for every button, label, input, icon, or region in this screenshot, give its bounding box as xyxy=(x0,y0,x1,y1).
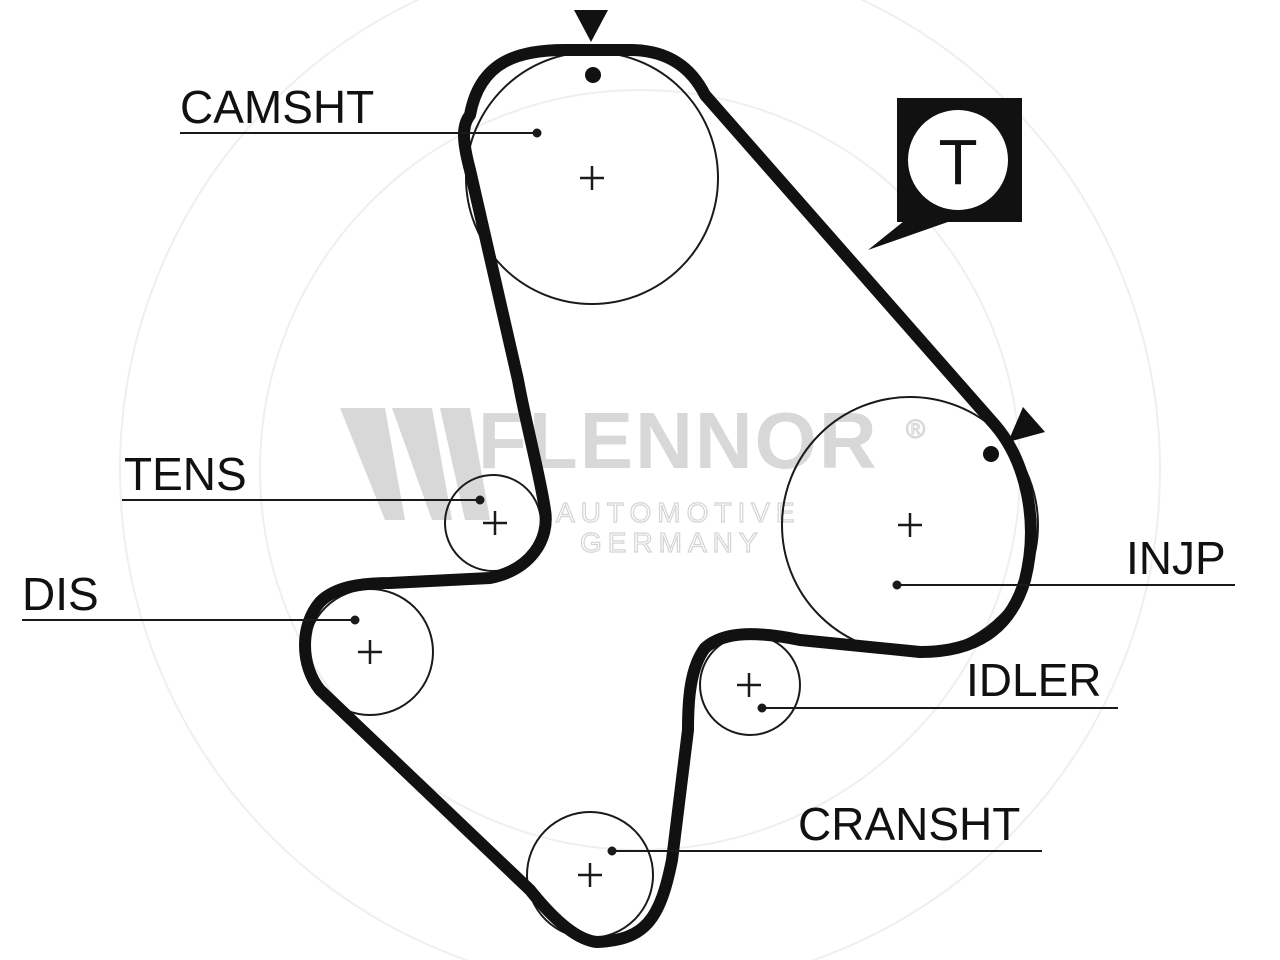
camshaft-timing-dot xyxy=(585,67,601,83)
timing-marks xyxy=(574,10,1045,462)
injection-pump-timing-dot xyxy=(983,446,999,462)
watermark: FLENNOR ® AUTOMOTIVE GERMANY xyxy=(340,396,926,559)
tension-badge-letter: T xyxy=(938,126,977,198)
watermark-registered-mark: ® xyxy=(906,414,925,444)
leader-lines xyxy=(22,128,1235,856)
label-idler: IDLER xyxy=(966,654,1101,706)
pulley-centers xyxy=(358,166,922,887)
label-crankshaft: CRANSHT xyxy=(798,798,1020,850)
injection-pump-timing-arrow-icon xyxy=(1008,407,1045,442)
label-camshaft: CAMSHT xyxy=(180,81,374,133)
timing-belt xyxy=(299,44,1037,948)
watermark-brand-name: FLENNOR xyxy=(478,396,879,485)
label-distributor: DIS xyxy=(22,568,99,620)
watermark-line-germany: GERMANY xyxy=(580,527,764,558)
label-injection-pump: INJP xyxy=(1126,532,1226,584)
label-tensioner: TENS xyxy=(124,448,247,500)
watermark-logo-icon xyxy=(340,408,490,520)
tension-badge: T xyxy=(868,98,1022,250)
watermark-line-automotive: AUTOMOTIVE xyxy=(556,497,801,528)
camshaft-timing-arrow-icon xyxy=(574,10,608,42)
